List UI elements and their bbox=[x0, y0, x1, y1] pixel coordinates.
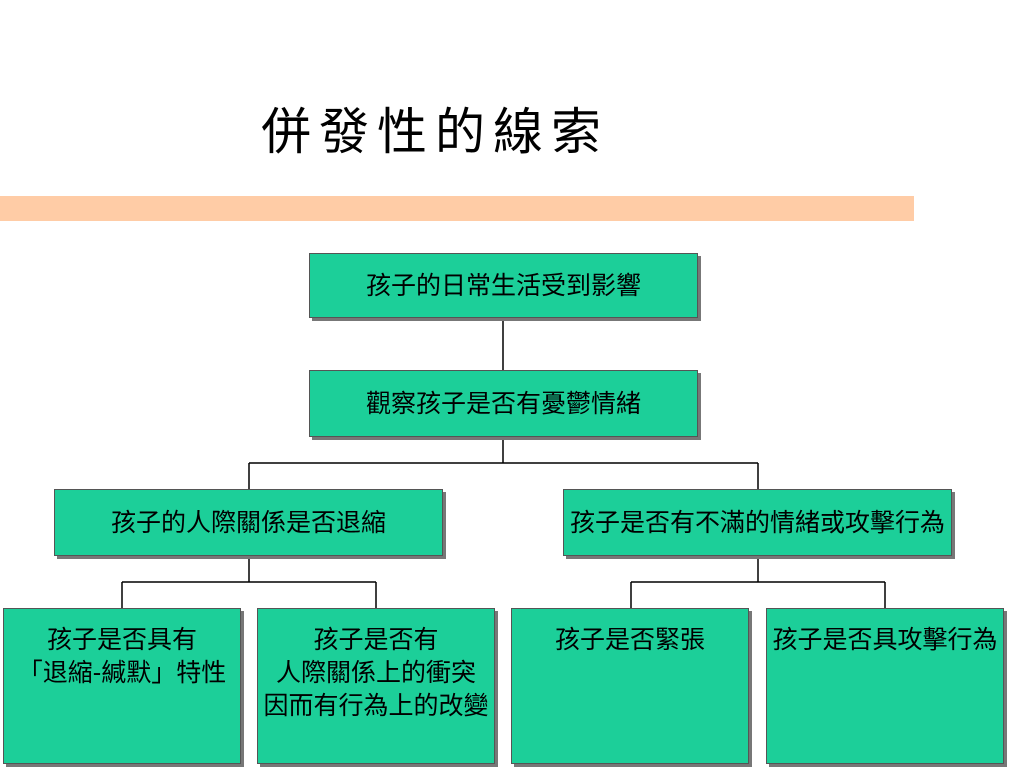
node-leaf2-line1: 孩子是否有 bbox=[313, 625, 439, 654]
node-leaf4: 孩子是否具攻擊行為 bbox=[766, 608, 1004, 764]
node-leaf2-line3: 因而有行為上的改變 bbox=[263, 691, 489, 720]
node-root: 孩子的日常生活受到影響 bbox=[309, 253, 698, 318]
node-right-branch: 孩子是否有不滿的情緒或攻擊行為 bbox=[563, 489, 952, 556]
node-leaf1-line1: 孩子是否具有 bbox=[46, 625, 197, 654]
node-leaf4-line1: 孩子是否具攻擊行為 bbox=[772, 625, 998, 654]
node-left-branch-label: 孩子的人際關係是否退縮 bbox=[110, 508, 386, 537]
node-right-branch-label: 孩子是否有不滿的情緒或攻擊行為 bbox=[569, 508, 945, 537]
node-left-branch: 孩子的人際關係是否退縮 bbox=[54, 489, 443, 556]
node-leaf1-line2: 「退縮-緘默」特性 bbox=[17, 658, 227, 687]
title-accent-bar bbox=[0, 196, 914, 221]
node-leaf2: 孩子是否有 人際關係上的衝突 因而有行為上的改變 bbox=[257, 608, 495, 764]
node-leaf1: 孩子是否具有 「退縮-緘默」特性 bbox=[3, 608, 241, 764]
node-level2-label: 觀察孩子是否有憂鬱情緒 bbox=[365, 389, 641, 418]
node-root-label: 孩子的日常生活受到影響 bbox=[365, 271, 641, 300]
node-leaf3: 孩子是否緊張 bbox=[511, 608, 749, 764]
node-level2: 觀察孩子是否有憂鬱情緒 bbox=[309, 370, 698, 437]
slide-title: 併發性的線索 bbox=[261, 103, 609, 161]
node-leaf2-line2: 人際關係上的衝突 bbox=[275, 658, 476, 687]
node-leaf3-line1: 孩子是否緊張 bbox=[554, 625, 705, 654]
